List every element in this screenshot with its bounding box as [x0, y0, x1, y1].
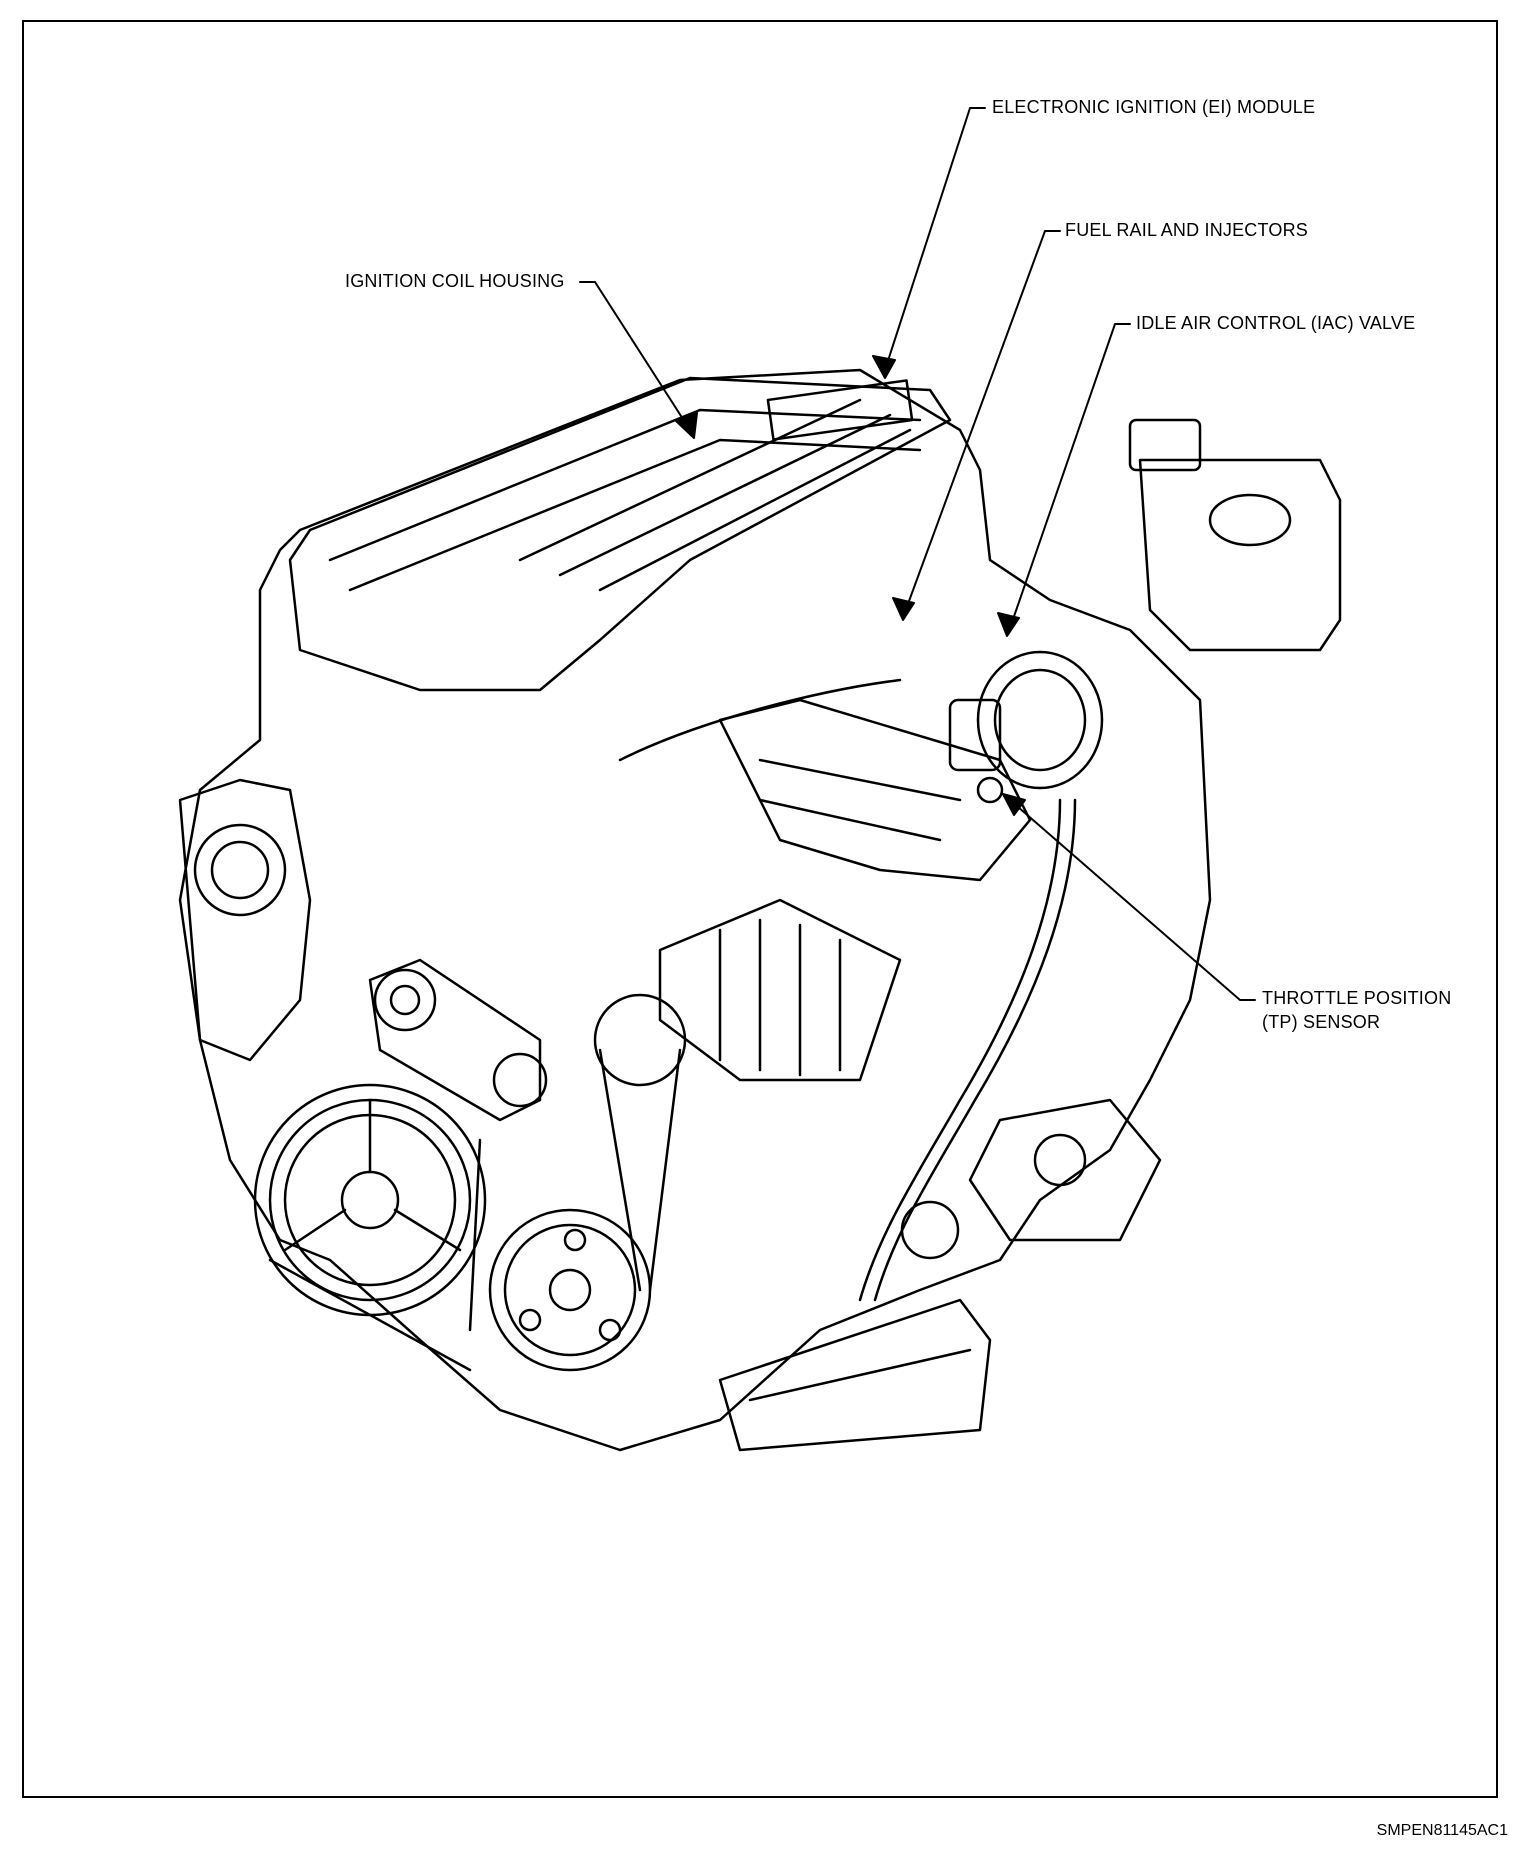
oil-pan — [718, 1298, 992, 1452]
intake-manifold — [658, 698, 1032, 1082]
label-ei-module: ELECTRONIC IGNITION (EI) MODULE — [992, 97, 1316, 117]
figure-id: SMPEN81145AC1 — [1376, 1822, 1508, 1839]
leader-lines — [579, 107, 1256, 1001]
leader-coil-housing — [579, 281, 691, 431]
hoses — [618, 678, 1077, 1302]
leader-iac-valve — [1009, 323, 1131, 629]
front-cover — [178, 778, 312, 1062]
starter-motor — [900, 1098, 1162, 1260]
leader-ei-module — [884, 107, 986, 371]
label-tp-sensor-line2: (TP) SENSOR — [1262, 1012, 1381, 1032]
leader-fuel-rail — [904, 230, 1061, 613]
throttle-body — [948, 650, 1104, 804]
leader-tp-sensor — [1009, 799, 1256, 1001]
crank-pulley — [253, 1083, 487, 1317]
accessory-pulley — [488, 1208, 652, 1372]
drive-belt — [268, 993, 687, 1372]
label-tp-sensor-line1: THROTTLE POSITION — [1262, 988, 1452, 1008]
belt-tensioner — [368, 958, 548, 1122]
label-fuel-rail: FUEL RAIL AND INJECTORS — [1065, 220, 1308, 240]
engine-block — [178, 368, 1212, 1452]
valve-cover — [288, 376, 952, 692]
label-iac-valve: IDLE AIR CONTROL (IAC) VALVE — [1136, 313, 1416, 333]
reservoir — [1128, 418, 1342, 652]
label-coil-housing: IGNITION COIL HOUSING — [345, 271, 565, 291]
